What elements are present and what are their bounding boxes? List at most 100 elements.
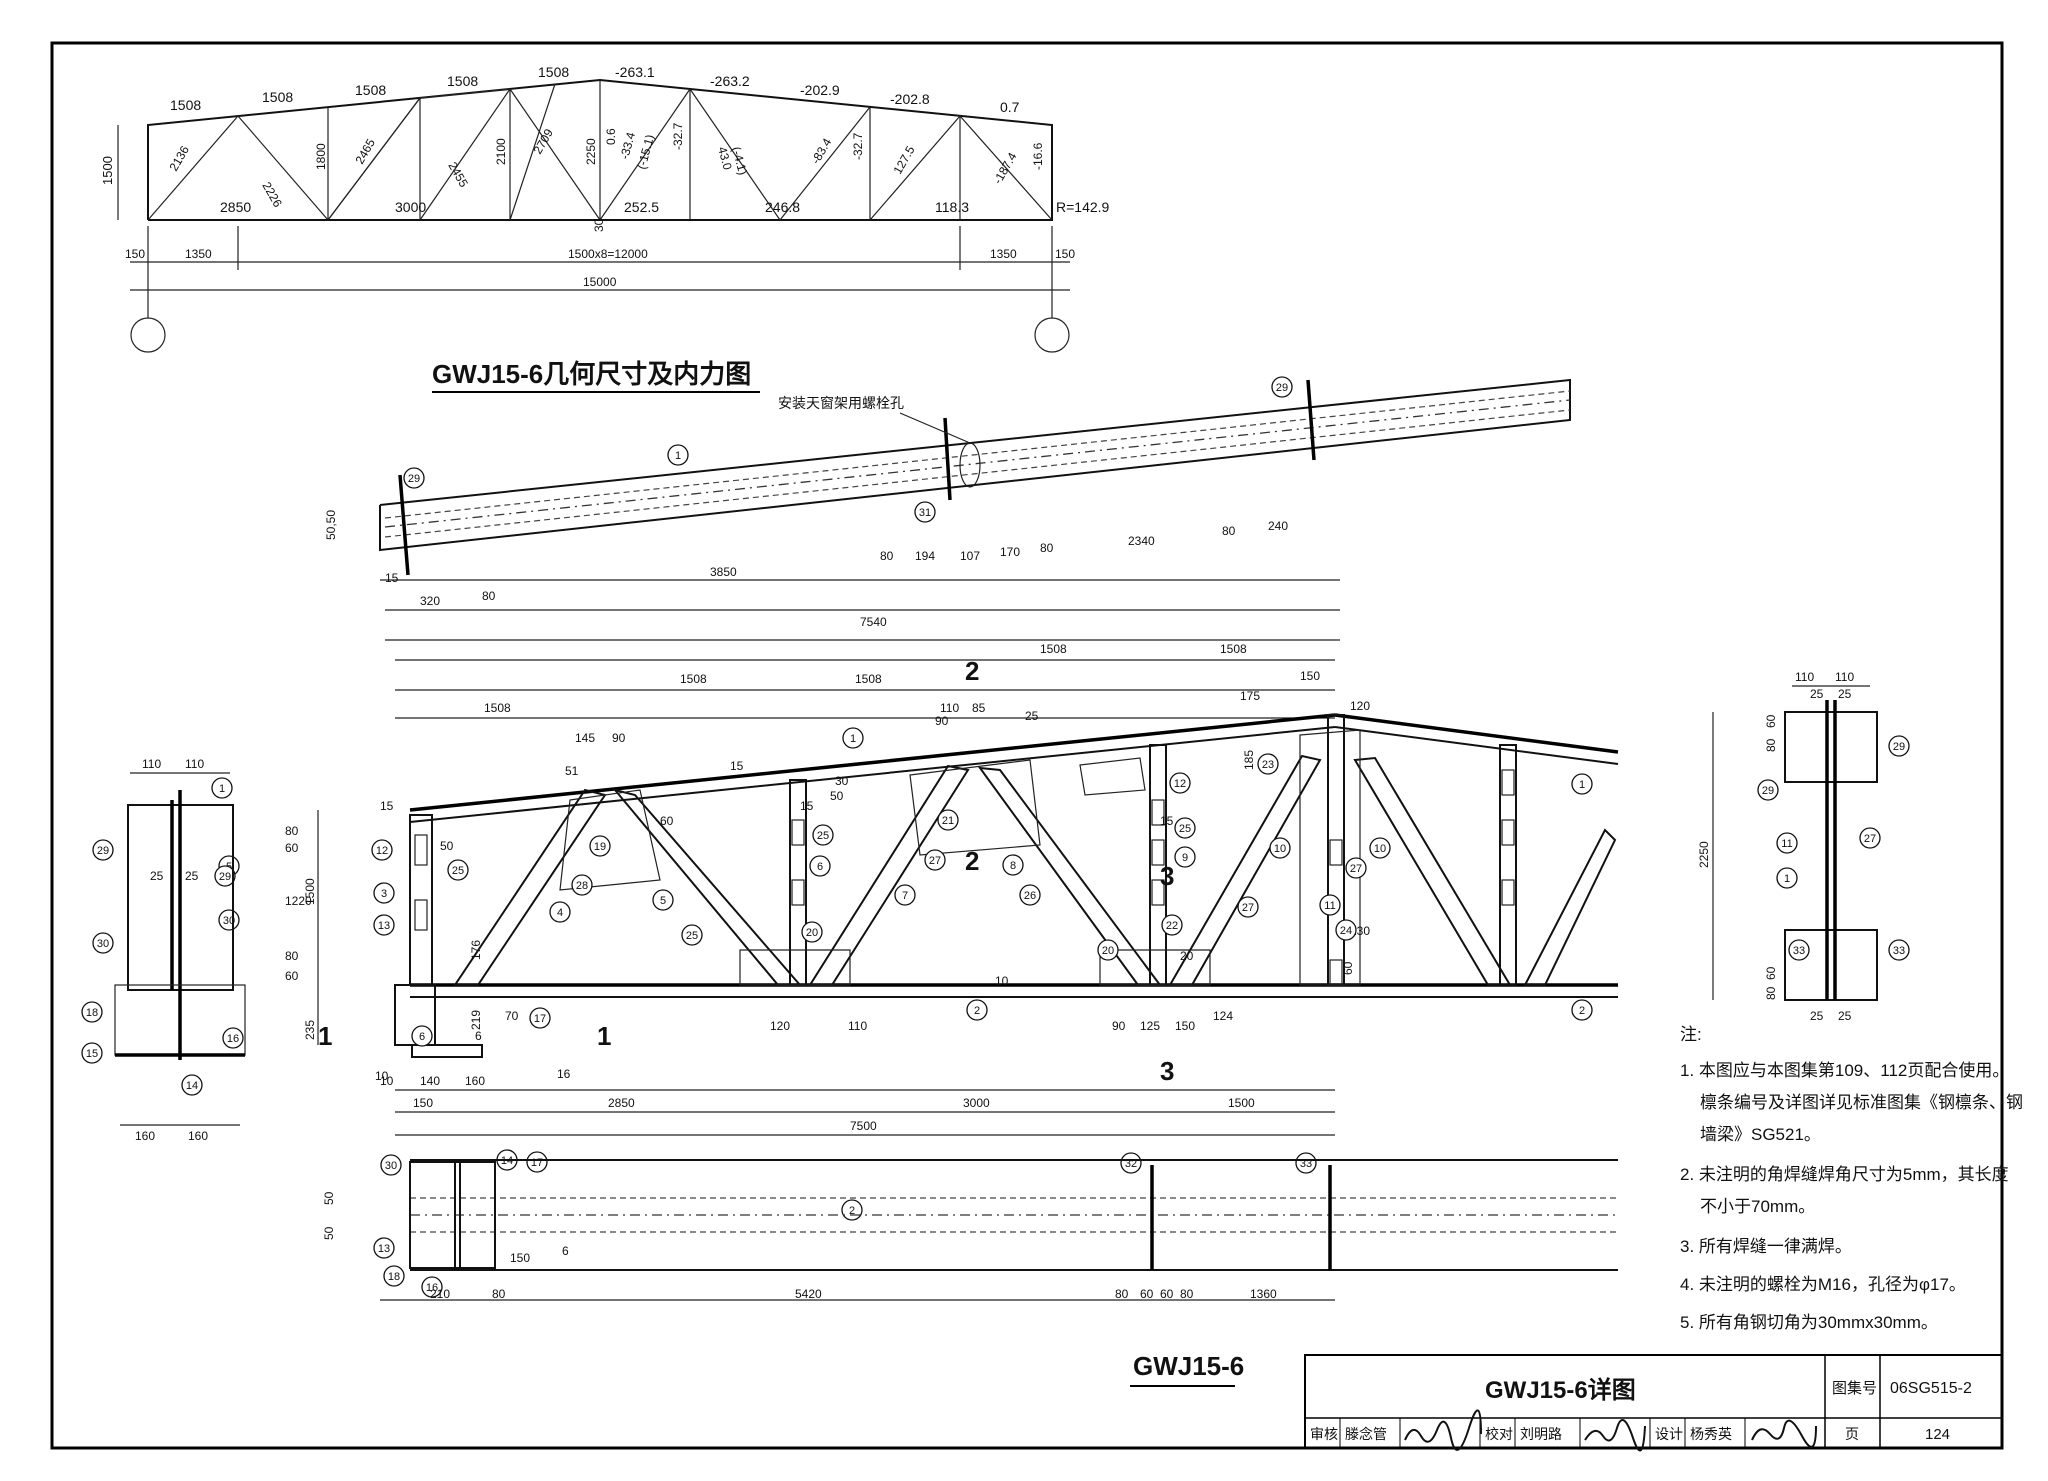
part-mark-number: 33 (1893, 945, 1905, 957)
elev-dim-235: 235 (303, 1020, 317, 1040)
part-mark-circle (652, 889, 674, 911)
part-mark-circle (373, 914, 395, 936)
atlas-no: 06SG515-2 (1890, 1380, 1972, 1397)
part-mark-number: 25 (686, 930, 698, 942)
bottom-force-3: 252.5 (624, 199, 659, 215)
panel-dimensions: 1508 1508 1508 1508 1508 (395, 642, 1335, 719)
part-mark-circle (380, 1154, 402, 1176)
part-mark-number: 27 (1242, 902, 1254, 914)
rs-dim-60: 60 (1764, 714, 1778, 728)
bp-dim-80c: 80 (1180, 1287, 1194, 1301)
gd-150b: 150 (1175, 1019, 1195, 1033)
note-1: 1. 本图应与本图集第109、112页配合使用。 (1680, 1060, 2009, 1080)
gd-185: 185 (1242, 750, 1256, 770)
elev-bot-160: 160 (465, 1074, 485, 1088)
panel-dim-2: 1508 (1220, 642, 1247, 656)
ls-dim-110a: 110 (142, 757, 161, 771)
part-mark-number: 13 (378, 1243, 390, 1255)
part-mark-circle (1776, 867, 1798, 889)
web-force-17: 127.5 (890, 143, 917, 176)
truss-elevation: 1 1 2 2 3 3 80 60 1220 80 60 1500 235 17… (285, 656, 1619, 1136)
checker: 刘明路 (1520, 1426, 1562, 1442)
part-mark-number: 25 (1179, 823, 1191, 835)
span-dim-4: 1350 (990, 247, 1017, 261)
bottom-force-4: 246.8 (765, 199, 800, 215)
review-label: 审核 (1310, 1426, 1338, 1442)
part-mark-circle (1269, 837, 1291, 859)
part-mark-circle (211, 777, 233, 799)
part-mark-circle (92, 839, 114, 861)
gd-175: 175 (1240, 689, 1260, 703)
gd-30: 30 (835, 774, 849, 788)
elev-dim-80: 80 (285, 824, 299, 838)
weld-sizes: 6 6 10 16 10 (375, 974, 1009, 1258)
title-block: GWJ15-6详图 图集号 06SG515-2 审核 滕念管 校对 刘明路 设计… (1304, 1354, 2003, 1452)
tc-dim-3: 107 (960, 549, 980, 563)
part-mark-circle (571, 874, 593, 896)
span-dim-1: 150 (125, 247, 145, 261)
note-4: 4. 未注明的螺栓为M16，孔径为φ17。 (1680, 1275, 1966, 1294)
part-mark-circle (81, 1001, 103, 1023)
part-mark-circle (1888, 939, 1910, 961)
part-mark-number: 1 (675, 450, 681, 462)
tc-dim-1: 80 (880, 549, 894, 563)
part-mark-number: 14 (186, 1080, 198, 1092)
rs-dim-110b: 110 (1835, 670, 1854, 684)
part-mark-number: 27 (1350, 863, 1362, 875)
part-mark-number: 1 (219, 783, 225, 795)
top-force-5: 1508 (538, 64, 569, 80)
tc-dim-2: 194 (915, 549, 935, 563)
note-2b: 不小于70mm。 (1700, 1197, 1815, 1216)
gd-25: 25 (1025, 709, 1039, 723)
top-force-9: -202.8 (890, 91, 930, 107)
section-1-left: 1 (318, 1021, 332, 1051)
part-mark-circle (1174, 846, 1196, 868)
tc-dim-3850: 3850 (710, 565, 737, 579)
part-mark-circle (214, 865, 236, 887)
weld-6b: 6 (562, 1244, 569, 1258)
elev-dim-60: 60 (285, 841, 299, 855)
reaction-label: R=142.9 (1056, 199, 1110, 215)
part-mark-circle (1120, 1152, 1142, 1174)
part-mark-circle (403, 467, 425, 489)
designer: 杨秀英 (1690, 1426, 1732, 1442)
part-mark-number: 29 (1276, 382, 1288, 394)
reviewer: 滕念管 (1345, 1426, 1387, 1442)
part-mark-number: 2 (1579, 1005, 1585, 1017)
top-force-2: 1508 (262, 89, 293, 105)
elev-span-150: 150 (413, 1096, 433, 1110)
web-force-13: 43.0 (715, 145, 735, 171)
tc-dim-4: 170 (1000, 545, 1020, 559)
part-mark-circle (966, 999, 988, 1021)
gd-120: 120 (1350, 699, 1370, 713)
ls-dim-25a: 25 (150, 869, 164, 883)
part-mark-circle (373, 882, 395, 904)
rs-dim-60b: 60 (1764, 966, 1778, 980)
weld-10b: 10 (375, 1069, 389, 1083)
part-mark-number: 9 (1182, 852, 1188, 864)
part-mark-circle (411, 1025, 433, 1047)
part-mark-circle (371, 839, 393, 861)
part-mark-circle (842, 727, 864, 749)
weld-10: 10 (995, 974, 1009, 988)
web-force-9: 0.6 (604, 128, 618, 145)
gd-120b: 120 (770, 1019, 790, 1033)
part-mark-number: 16 (426, 1282, 438, 1294)
elev-bot-10: 10 (380, 1074, 394, 1088)
web-force-5: 2455 (445, 160, 471, 190)
part-mark-number: 30 (385, 1160, 397, 1172)
part-mark-circle (937, 809, 959, 831)
part-mark-circle (924, 849, 946, 871)
part-mark-circle (1345, 857, 1367, 879)
page-label: 页 (1845, 1426, 1859, 1442)
notes: 注: 1. 本图应与本图集第109、112页配合使用。 檩条编号及详图详见标准图… (1680, 1025, 2023, 1332)
page-no: 124 (1925, 1426, 1950, 1443)
axis-bubble-left (130, 317, 166, 353)
span-dim-5: 150 (1055, 247, 1075, 261)
elev-dim-60b: 60 (285, 969, 299, 983)
weld-16: 16 (557, 1067, 571, 1081)
tc-dim-7540: 7540 (860, 615, 887, 629)
part-mark-number: 29 (1893, 741, 1905, 753)
part-mark-circle (222, 1027, 244, 1049)
